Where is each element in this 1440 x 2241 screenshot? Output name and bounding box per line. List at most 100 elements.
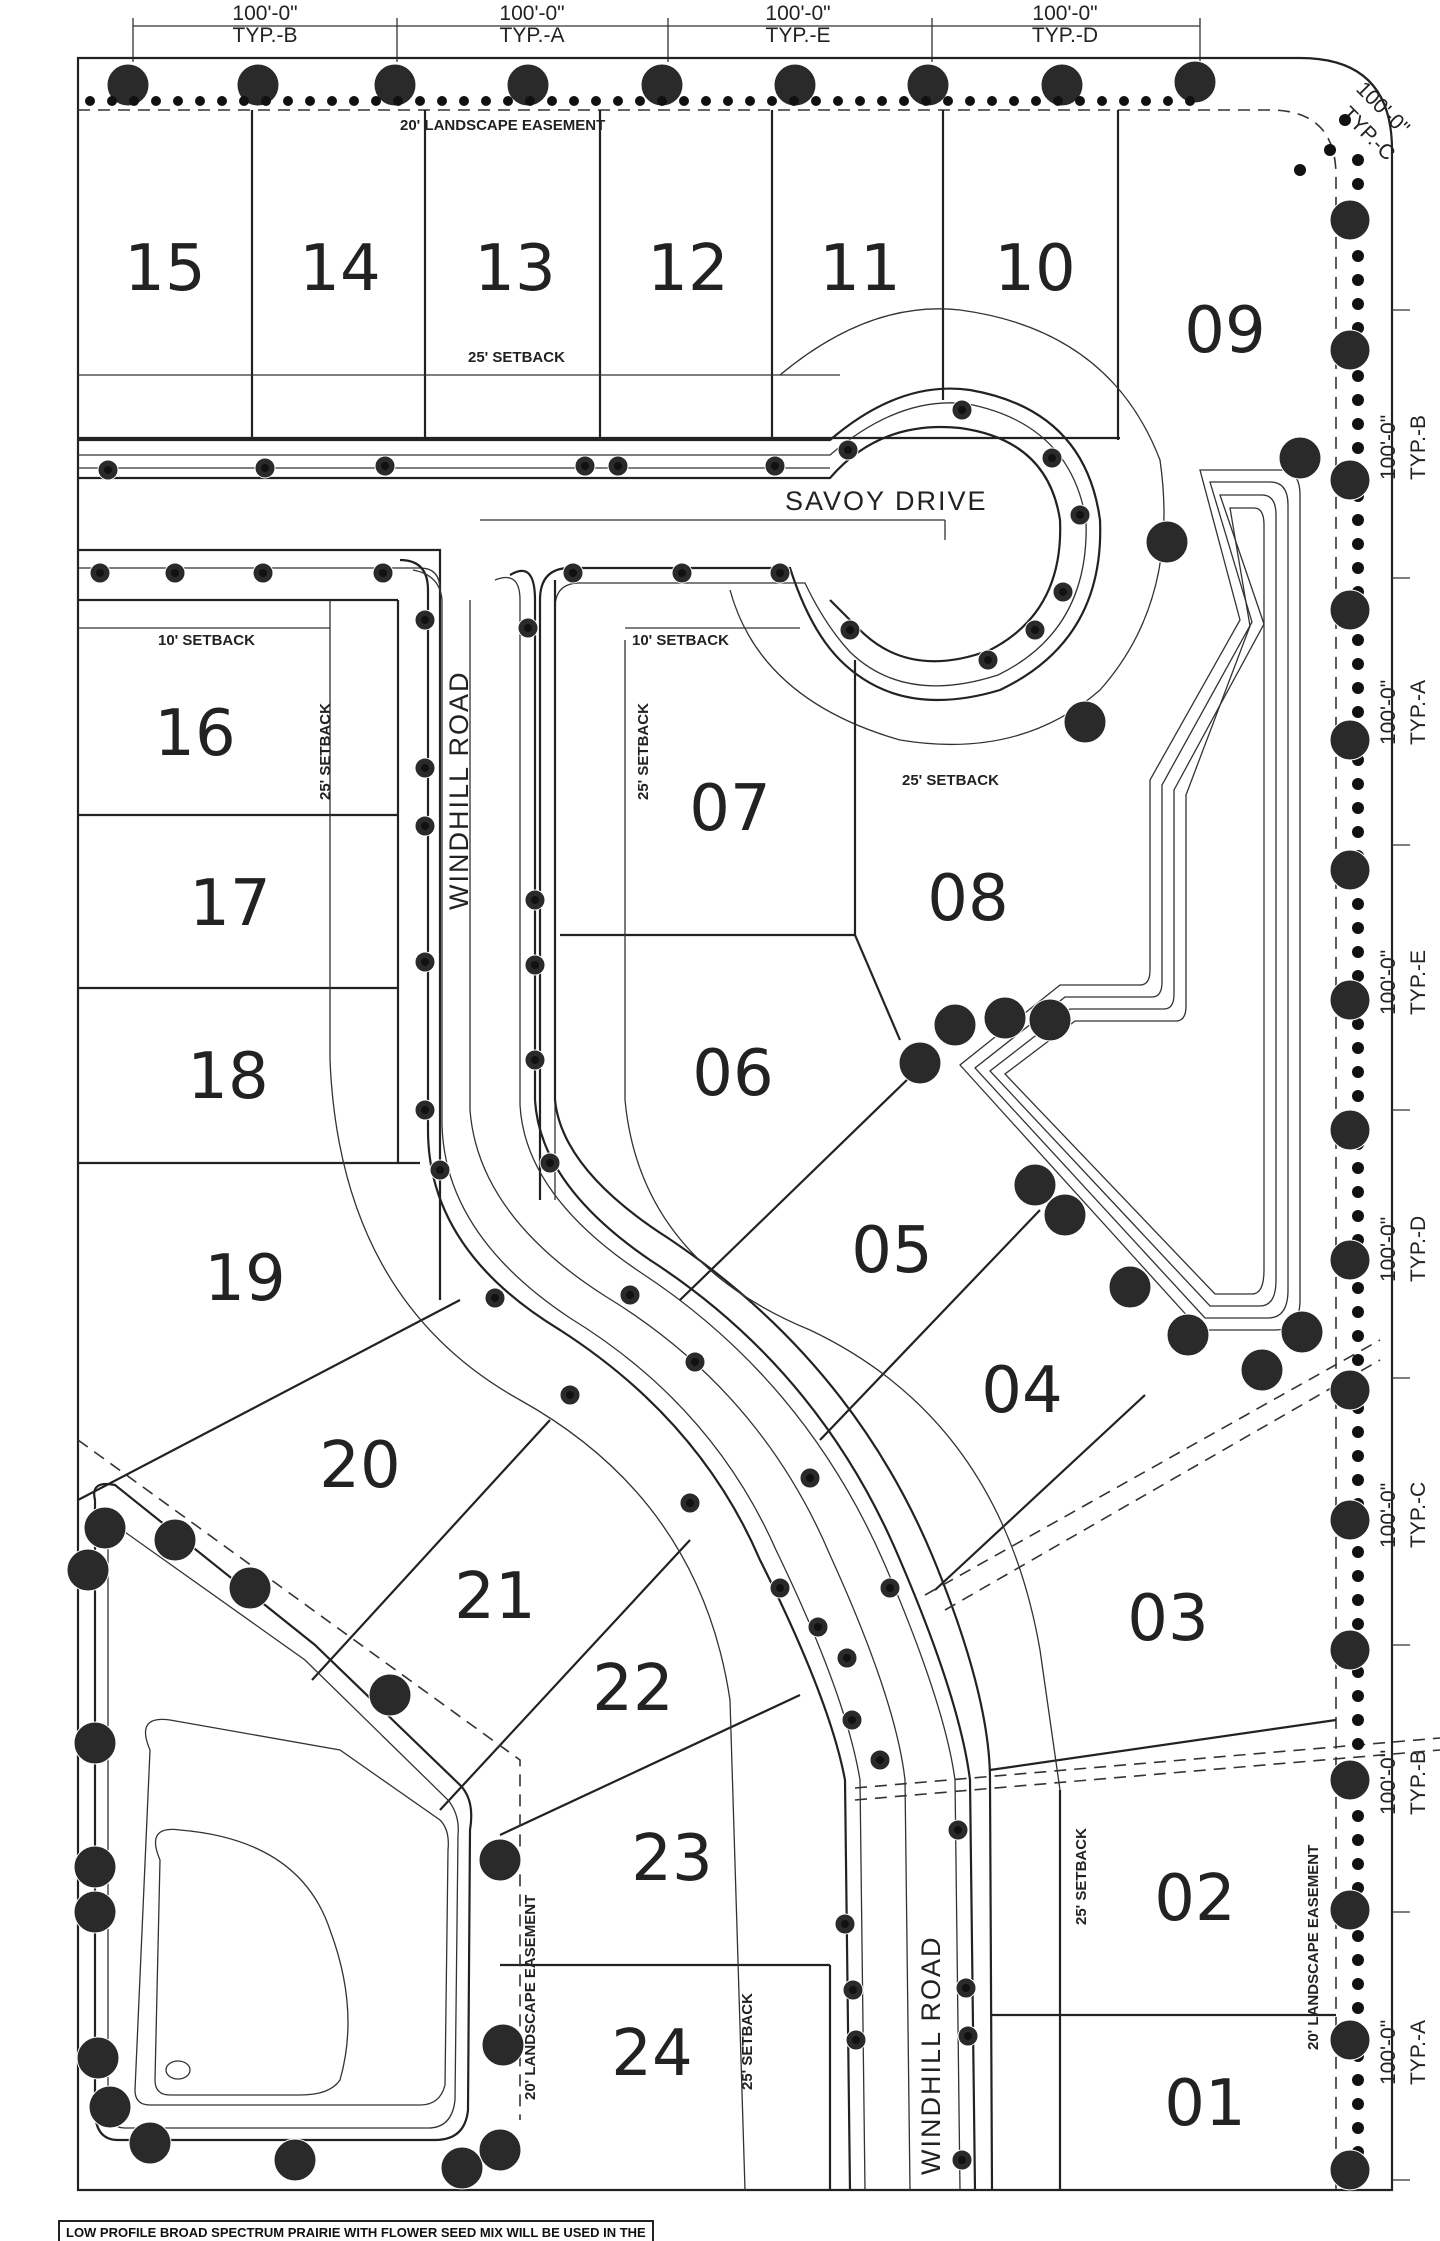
street-tree-center (964, 2032, 972, 2040)
label-setback-top: 25' SETBACK (468, 349, 565, 366)
utility-easement-south-2 (854, 1749, 1440, 1801)
shrub (1352, 1594, 1364, 1606)
shade-tree (1166, 1313, 1210, 1357)
shade-tree (898, 1041, 942, 1085)
lot-06: 06 (692, 1037, 773, 1111)
street-tree-center (104, 466, 112, 474)
shrub (547, 96, 557, 106)
arc-setback-left (329, 600, 746, 2191)
street-tree-center (421, 1106, 429, 1114)
shrub (1352, 154, 1364, 166)
shrub (239, 96, 249, 106)
street-tree-center (491, 1294, 499, 1302)
detention-basin-west (93, 1482, 473, 2142)
shade-tree (373, 63, 417, 107)
landscape-trees (66, 60, 1324, 2190)
shade-tree (88, 2085, 132, 2129)
lot-numbers: 15 14 13 12 11 10 09 16 07 08 17 18 06 0… (124, 232, 1265, 2141)
shrub (1352, 1474, 1364, 1486)
street-tree-center (1076, 511, 1084, 519)
label-setback-25-mid: 25' SETBACK (635, 703, 652, 800)
dim-right-2: 100'-0" (1377, 680, 1400, 745)
lot-03: 03 (1127, 1582, 1208, 1656)
shrub (1352, 1954, 1364, 1966)
shrub (261, 96, 271, 106)
label-setback-25-left: 25' SETBACK (317, 703, 334, 800)
shrub (635, 96, 645, 106)
shrub (1352, 1978, 1364, 1990)
shrub (1352, 1570, 1364, 1582)
shrub (1352, 1690, 1364, 1702)
shrub (1352, 1306, 1364, 1318)
cul-de-sac-setback-arc (729, 308, 1165, 746)
windhill-road (399, 558, 994, 2191)
road-windhill-south: WINDHILL ROAD (916, 1935, 946, 2175)
shrub (1324, 144, 1336, 156)
shade-tree (368, 1673, 412, 1717)
street-tree-center (421, 616, 429, 624)
dim-right-1: 100'-0" (1377, 415, 1400, 480)
dim-right-7-type: TYP.-A (1407, 2020, 1430, 2085)
shrub (1352, 1354, 1364, 1366)
shrub (1075, 96, 1085, 106)
shrub (1352, 1618, 1364, 1630)
shrub (1352, 1066, 1364, 1078)
shrub (1352, 802, 1364, 814)
shrub (1352, 922, 1364, 934)
shrub (1352, 178, 1364, 190)
shade-tree (83, 1506, 127, 1550)
shade-tree (933, 1003, 977, 1047)
shrub (943, 96, 953, 106)
shrub (1352, 1090, 1364, 1102)
shade-tree (1278, 436, 1322, 480)
label-landscape-easement-right: 20' LANDSCAPE EASEMENT (1305, 1845, 1322, 2050)
street-tree-center (581, 462, 589, 470)
street-tree-center (1031, 626, 1039, 634)
lot-20: 20 (319, 1429, 400, 1503)
shrub (1339, 114, 1351, 126)
shrub (173, 96, 183, 106)
street-tree-center (686, 1499, 694, 1507)
shade-tree (1145, 520, 1189, 564)
dim-right-1-type: TYP.-B (1407, 415, 1430, 480)
lot-23: 23 (631, 1822, 712, 1896)
shrub (327, 96, 337, 106)
lot-11: 11 (819, 232, 900, 306)
shrub (1141, 96, 1151, 106)
perimeter-tree (1329, 329, 1371, 371)
label-setback-25-lot02: 25' SETBACK (1073, 1828, 1090, 1925)
street-tree-center (954, 1826, 962, 1834)
shrub (85, 96, 95, 106)
shade-tree (66, 1548, 110, 1592)
shrub (1352, 682, 1364, 694)
dim-right-6-type: TYP.-B (1407, 1750, 1430, 1815)
shade-tree (1063, 700, 1107, 744)
perimeter-tree (1329, 1499, 1371, 1541)
dim-top-2: 100'-0" (499, 2, 564, 25)
shrub (1352, 562, 1364, 574)
dim-right-2-type: TYP.-A (1407, 680, 1430, 745)
shrub (1352, 1834, 1364, 1846)
shrub (701, 96, 711, 106)
shrub (745, 96, 755, 106)
dim-top-1: 100'-0" (232, 2, 297, 25)
lot-08: 08 (927, 862, 1008, 936)
shrub (1053, 96, 1063, 106)
perimeter-tree (1329, 1889, 1371, 1931)
perimeter-tree (1329, 1369, 1371, 1411)
easement-line (78, 109, 1337, 2190)
shrub (1352, 1330, 1364, 1342)
shrub (1352, 2122, 1364, 2134)
shrub (1097, 96, 1107, 106)
street-tree-center (379, 569, 387, 577)
shade-tree (73, 1890, 117, 1934)
shrub (415, 96, 425, 106)
shade-tree (106, 63, 150, 107)
shade-tree (481, 2023, 525, 2067)
street-tree-center (259, 569, 267, 577)
dim-right-4: 100'-0" (1377, 1217, 1400, 1282)
lot-21: 21 (454, 1560, 535, 1634)
shrub (767, 96, 777, 106)
lot-16: 16 (154, 697, 235, 771)
perimeter-tree (1329, 1759, 1371, 1801)
